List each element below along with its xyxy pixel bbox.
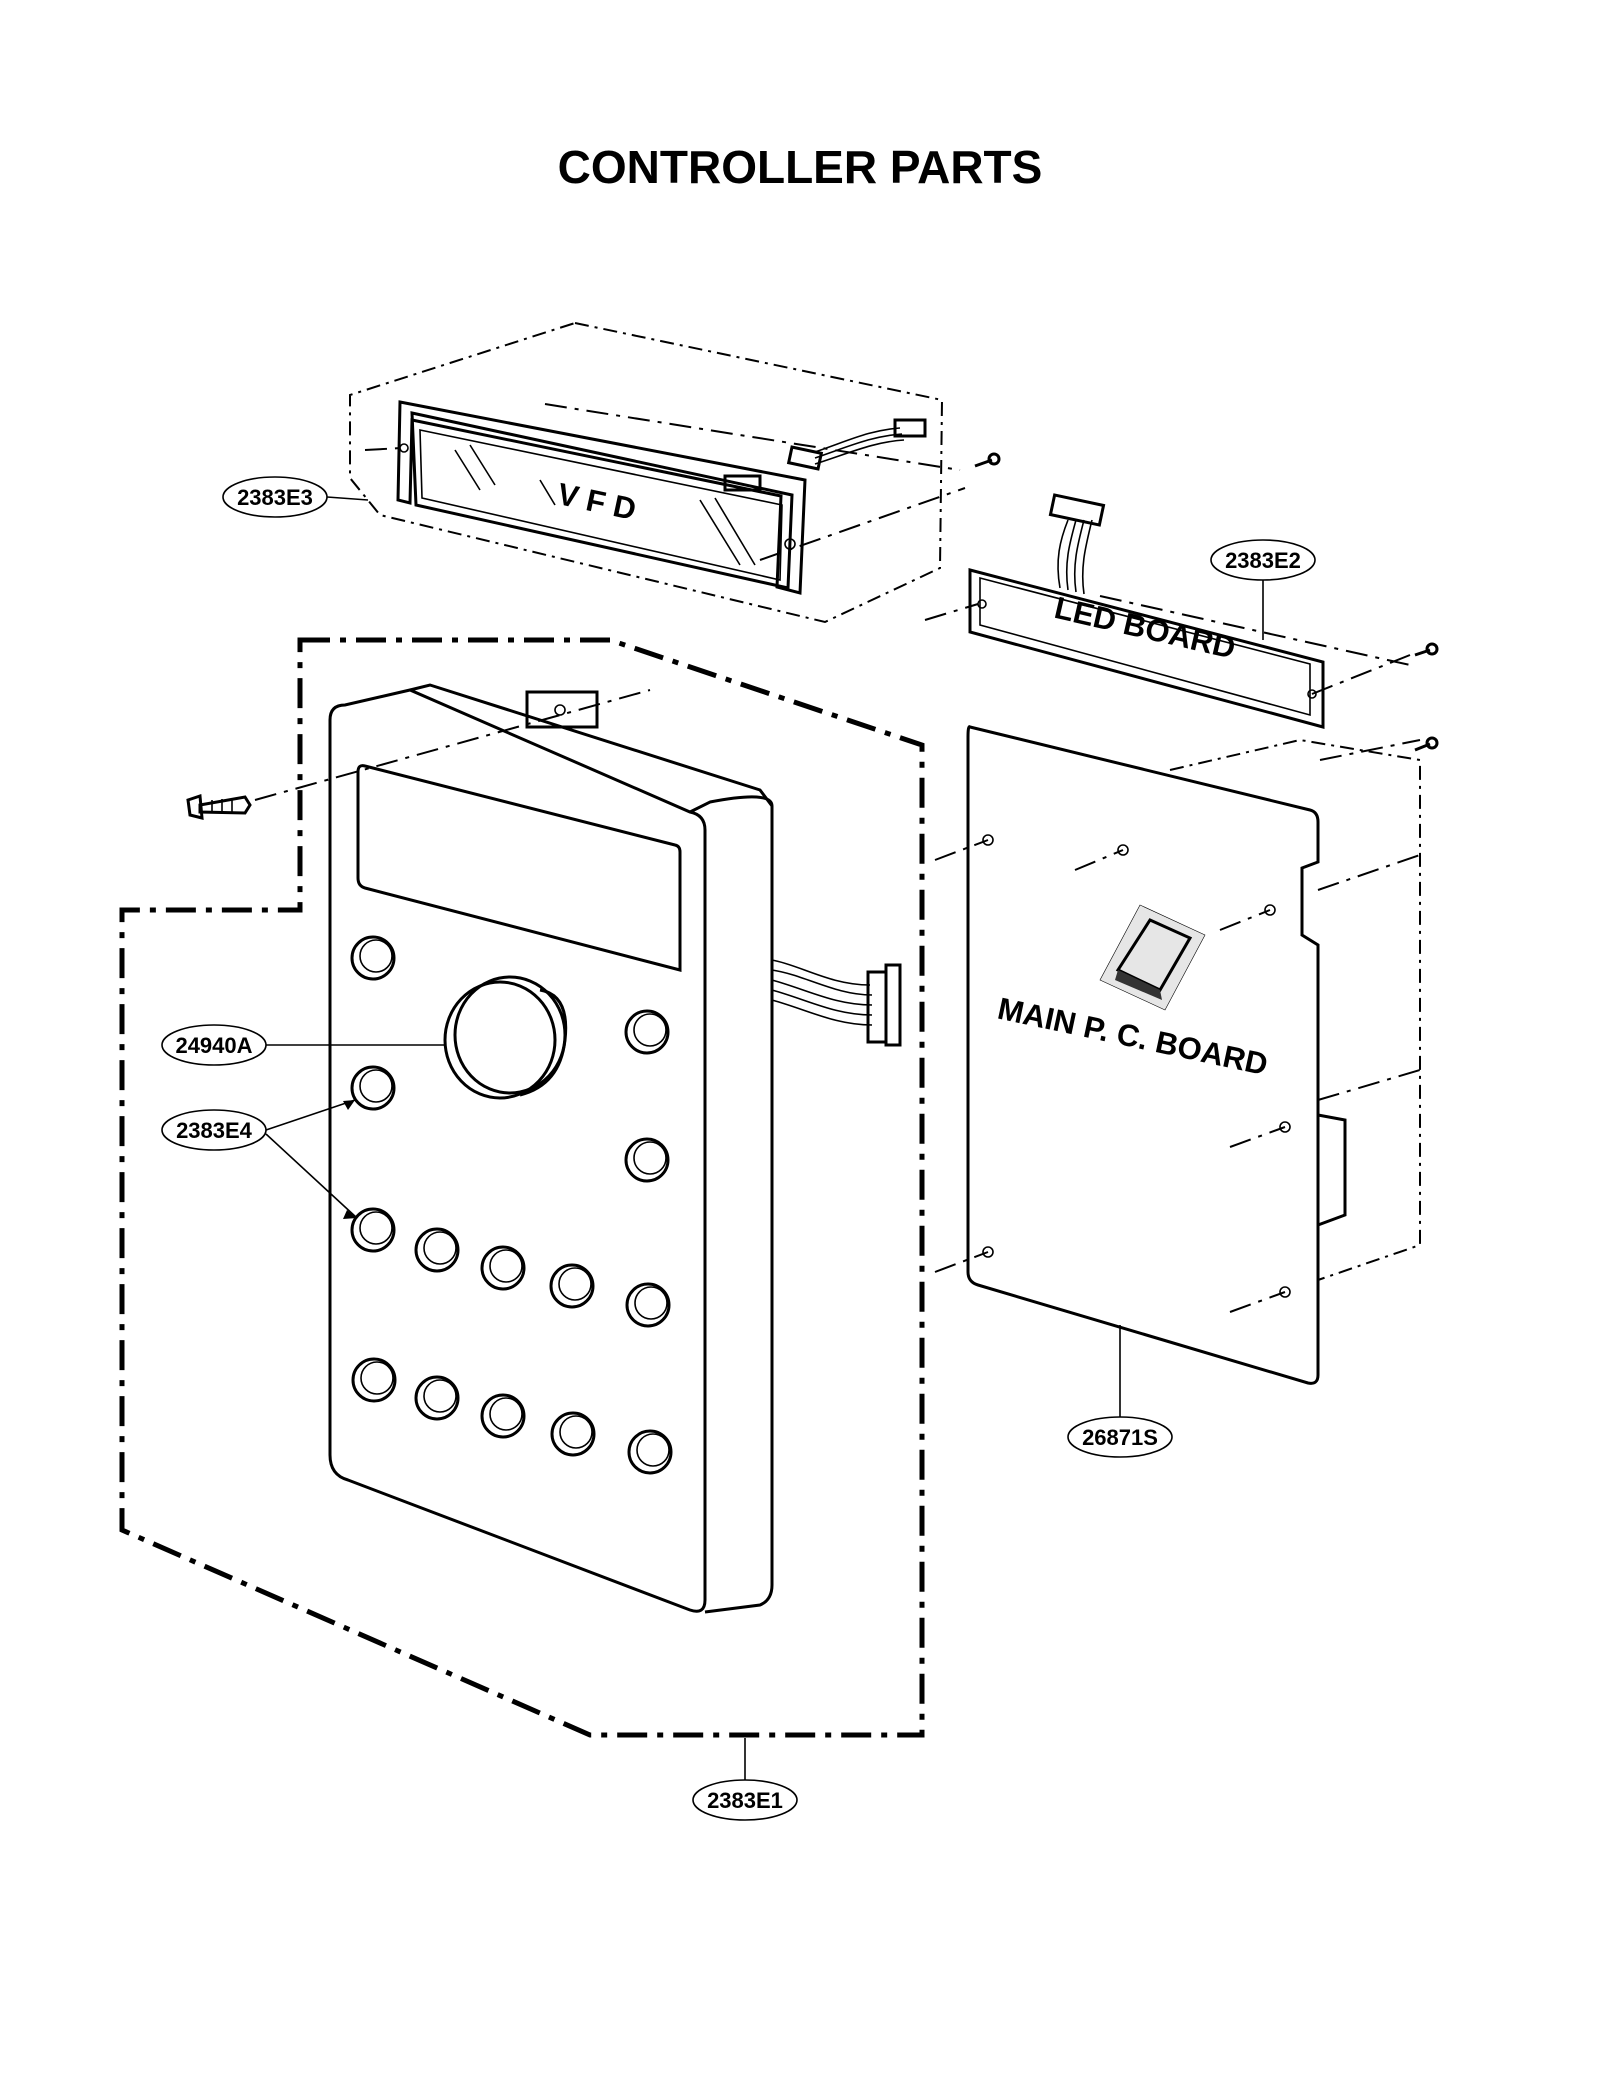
callout-2383E3: 2383E3 [222, 476, 369, 518]
panel-button[interactable] [350, 935, 396, 981]
led-board [968, 568, 1325, 729]
callout-2383E1: 2383E1 [692, 1738, 798, 1821]
callout-24940A: 24940A [161, 1024, 446, 1066]
main-board [966, 725, 1320, 1385]
main-board-side-component [1316, 1113, 1347, 1228]
vfd-frame [396, 400, 807, 595]
panel-button[interactable] [627, 1429, 673, 1475]
panel-button[interactable] [480, 1393, 526, 1439]
panel-button[interactable] [624, 1009, 670, 1055]
svg-text:2383E2: 2383E2 [1225, 548, 1301, 573]
page-title: CONTROLLER PARTS [558, 141, 1043, 193]
panel-button[interactable] [550, 1411, 596, 1457]
panel-button[interactable] [414, 1227, 460, 1273]
panel-button[interactable] [625, 1282, 671, 1328]
callout-26871S: 26871S [1067, 1325, 1173, 1458]
panel-button[interactable] [350, 1207, 396, 1253]
led-wire-plug [1048, 493, 1106, 527]
panel-wire-harness [771, 959, 902, 1047]
vfd-connector [786, 445, 824, 471]
panel-screw [186, 793, 252, 820]
led-board-label: LED BOARD [1051, 590, 1238, 666]
main-board-label: MAIN P. C. BOARD [995, 991, 1271, 1082]
vfd-tab [723, 474, 762, 492]
panel-buttons [350, 935, 673, 1475]
panel-top-tab [525, 690, 599, 729]
svg-text:2383E4: 2383E4 [176, 1118, 253, 1143]
panel-button[interactable] [549, 1263, 595, 1309]
vfd-boundary [349, 321, 944, 624]
led-board-screw [1414, 642, 1439, 657]
main-board-screw [1414, 736, 1439, 752]
vfd-glass [410, 411, 794, 590]
vfd-assembly: V F D [349, 321, 1001, 624]
panel-button[interactable] [624, 1137, 670, 1183]
vfd-wire-plug [893, 418, 927, 438]
vfd-back-plate [419, 429, 783, 581]
panel-button[interactable] [480, 1245, 526, 1291]
led-board-assembly: LED BOARD [924, 493, 1439, 729]
svg-text:2383E1: 2383E1 [707, 1788, 783, 1813]
panel-side [689, 795, 774, 1614]
svg-text:26871S: 26871S [1082, 1425, 1158, 1450]
selector-knob[interactable] [443, 975, 568, 1100]
callout-2383E2: 2383E2 [1210, 539, 1316, 640]
svg-text:2383E3: 2383E3 [237, 485, 313, 510]
main-board-assembly: MAIN P. C. BOARD [934, 725, 1439, 1385]
vfd-screw [974, 452, 1001, 468]
controller-assembly [119, 637, 925, 1738]
panel-button[interactable] [351, 1357, 397, 1403]
panel-button[interactable] [350, 1065, 396, 1111]
controller-boundary [119, 637, 925, 1738]
panel-button[interactable] [414, 1375, 460, 1421]
main-board-chip [1099, 904, 1206, 1011]
callout-2383E4: 2383E4 [161, 1099, 358, 1219]
vfd-label: V F D [554, 476, 639, 527]
panel-body [328, 688, 707, 1613]
panel-display-window [356, 764, 682, 972]
svg-text:24940A: 24940A [175, 1033, 252, 1058]
